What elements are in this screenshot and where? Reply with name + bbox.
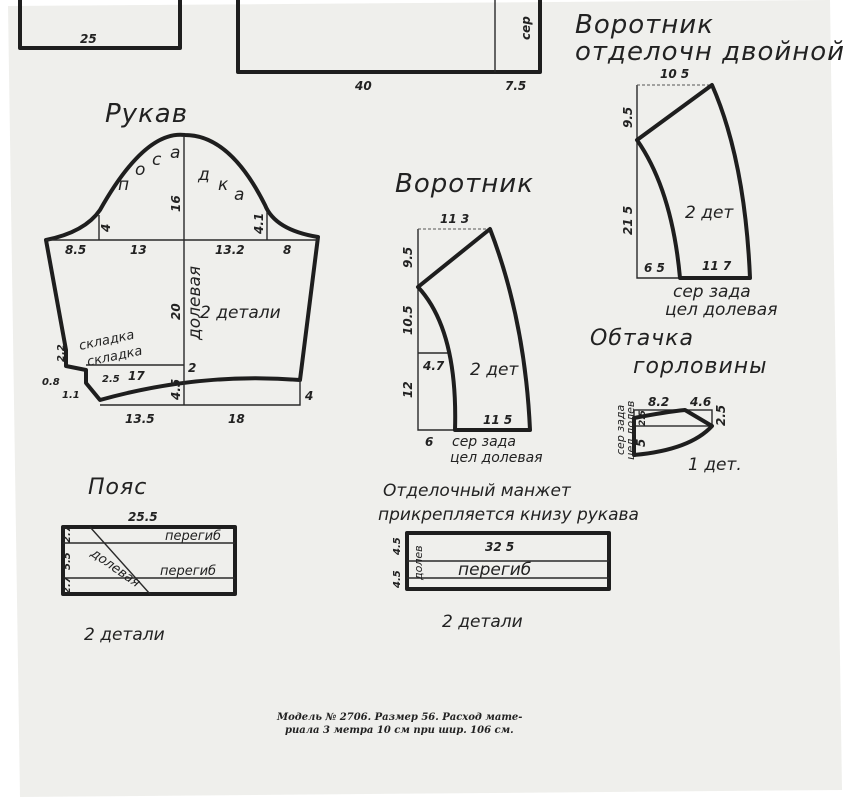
dim-label: 4.1 [252,213,266,235]
dim-label: 2.7 [62,576,73,594]
grain-label: долев [412,545,425,581]
top-fragment: 25 40 7.5 сер [18,0,542,93]
collar-double-piece: Воротник отделочн двойной 10 5 9.5 21 5 … [575,10,845,320]
cap-letter: п [118,175,129,195]
dim-label: 10.5 [401,305,415,335]
dim-label: 11 7 [702,259,732,273]
dim-label: 6 5 [644,261,665,275]
dim-label: 40 [354,79,372,93]
dim-label: 32 5 [485,540,514,554]
dim-label: 4.5 [392,570,403,589]
top-left-piece [18,0,182,50]
dim-label: 6 [425,435,433,449]
dim-label: 10 5 [660,67,689,81]
dim-label: 20 [169,303,183,320]
note-label: сер зада [614,405,627,455]
dim-label: 4 [304,389,313,403]
piece-title: отделочн двойной [575,37,845,67]
dim-label: 2.5 [102,374,120,385]
dim-label: 11 5 [483,413,512,427]
collar-piece: Воротник 11 3 9.5 10.5 4.7 12 2 дет 11 5… [395,169,543,466]
cap-letter: с [152,150,162,170]
dim-label: 13 [130,243,147,257]
dim-label: 9.5 [401,247,415,268]
collar-double-outline [635,83,752,280]
sleeve-outline [44,132,320,402]
dim-label: 2.2 [56,344,67,362]
dim-label: 11 3 [440,212,469,226]
note-label: сер зада [452,434,516,450]
dim-label: 13.5 [125,412,155,426]
cap-letter: о [135,160,145,180]
count-label: 2 дет [685,203,734,223]
collar-outline [416,227,532,432]
note-label: цел долевая [450,450,543,466]
sleeve-piece: Рукав п о с а д к а 16 4 4.1 8.5 13 13.2… [42,99,320,426]
dim-label: 4 [99,224,113,233]
fold-label: перегиб [165,529,221,544]
note-label: сер зада [673,282,751,302]
dim-label: 18 [228,412,245,426]
cap-letter: а [170,143,180,163]
dim-label: 8.2 [648,395,669,409]
note-label: цел долевая [665,300,777,320]
neck-facing-piece: Обтачка горловины 8.2 4.6 2.5 2.5 5 сер … [590,326,768,475]
top-main-piece [236,0,542,74]
paper [8,0,842,797]
fold-label: перегиб [458,560,531,580]
dim-label: 8.5 [65,243,86,257]
dim-label: 17 [128,369,145,383]
dim-label: 16 [169,195,183,212]
dim-label: 25.5 [128,510,158,524]
cuff-piece: Отделочный манжет прикрепляется книзу ру… [378,481,639,632]
dim-label: 4.7 [422,359,445,373]
piece-title: прикрепляется книзу рукава [378,505,639,525]
cap-letter: к [218,175,229,195]
cap-letter: д [197,165,210,185]
dim-label: сер [519,16,533,40]
footer-caption: Модель № 2706. Размер 56. Расход мате- [276,712,522,723]
piece-title: Рукав [105,99,188,129]
grain-label: долевая [185,266,205,341]
piece-title: горловины [633,354,768,379]
dim-label: 4.5 [169,379,183,401]
piece-title: Отделочный манжет [383,481,572,501]
dim-label: 2.7 [62,525,73,543]
count-label: 2 дет [470,360,519,380]
dim-label: 12 [401,381,415,398]
dim-label: 1.1 [62,390,80,401]
cap-letter: а [234,185,244,205]
dim-label: 5 [634,439,648,447]
dim-label: 4.5 [392,537,403,556]
dim-label: 2 [188,361,196,375]
count-label: 2 детали [200,303,281,323]
dim-label: 13.2 [215,243,245,257]
dim-label: 2.5 [714,405,728,426]
fold-label: перегиб [160,564,216,579]
facing-outline [632,408,714,457]
dim-label: 4.6 [689,395,711,409]
dim-label: 7.5 [505,79,526,93]
dim-label: 21 5 [621,206,635,235]
count-label: 1 дет. [688,455,742,475]
note-label: цел долев [624,401,637,460]
dim-label: 5.5 [62,552,73,570]
footer-caption: риала 3 метра 10 см при шир. 106 см. [285,725,514,736]
piece-title: Воротник [575,10,714,40]
count-label: 2 детали [84,625,165,645]
dim-label: 2.5 [638,410,648,426]
piece-title: Пояс [88,475,147,500]
dim-label: 8 [283,243,291,257]
dim-label: 0.8 [42,377,60,388]
piece-title: Обтачка [590,326,694,351]
belt-outline [61,525,237,596]
count-label: 2 детали [442,612,523,632]
dim-label: 25 [80,32,97,46]
piece-title: Воротник [395,169,534,199]
dim-label: 9.5 [621,107,635,128]
